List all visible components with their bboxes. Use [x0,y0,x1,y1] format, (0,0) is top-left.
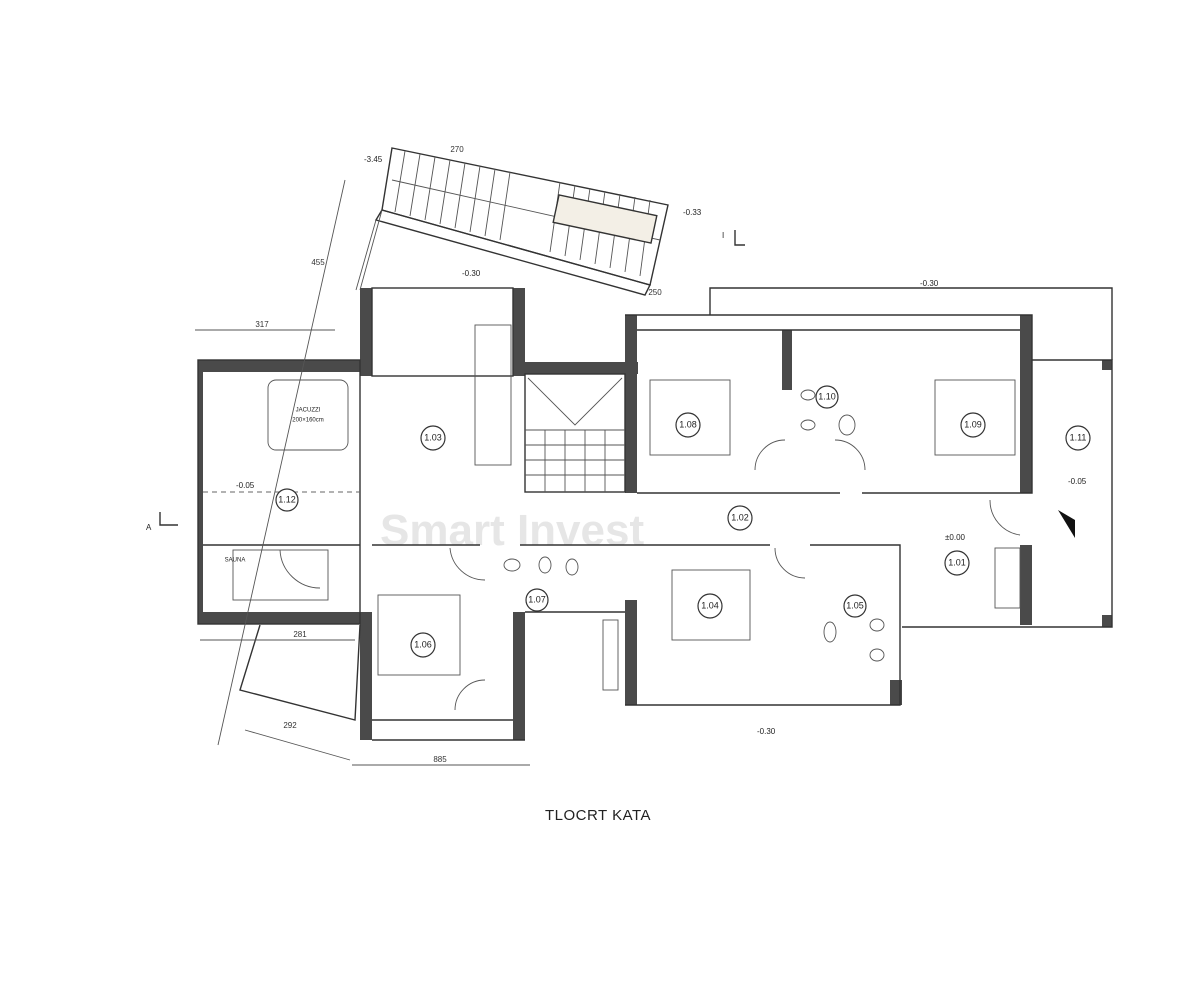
section-mark: A [146,523,152,532]
outlines [197,287,1113,741]
furniture [232,324,1021,711]
jacuzzi-size: 200×160cm [292,418,324,424]
entrance-arrow-icon [1058,510,1075,538]
dimension-label: 270 [450,145,464,154]
walls [198,288,1112,740]
level-mark: -3.45 [364,155,383,164]
room-label: 1.08 [679,419,697,429]
level-mark: -0.05 [1068,477,1087,486]
room-label: 1.12 [278,494,296,504]
room-label: 1.05 [846,600,864,610]
section-mark: I [722,231,724,240]
interior-stairs [525,377,625,492]
dimension-label: 885 [433,755,447,764]
watermark: Smart Invest [380,506,644,555]
room-label: 1.03 [424,432,442,442]
dimension-label: 292 [283,721,297,730]
dimension-label: 250 [648,288,662,297]
exterior-stairs [355,147,669,296]
dimension-label: 281 [293,630,307,639]
drawing-title: TLOCRT KATA [545,807,651,824]
level-mark: -0.30 [462,269,481,278]
section-line-marks [159,230,745,526]
level-mark: -0.05 [236,481,255,490]
room-label: 1.07 [528,594,546,604]
room-label: 1.01 [948,557,966,567]
dimension-label: 455 [311,258,325,267]
level-mark: -0.33 [683,208,702,217]
dimension-lines [195,179,530,766]
room-label: 1.02 [731,512,749,522]
sauna-label: SAUNA [225,558,246,564]
level-mark: -0.30 [757,727,776,736]
dimension-label: 317 [255,320,269,329]
room-label: 1.11 [1070,432,1087,442]
room-label: 1.09 [964,419,982,429]
level-mark: -0.30 [920,279,939,288]
room-label: 1.06 [414,639,432,649]
level-mark: ±0.00 [945,533,966,542]
room-label: 1.04 [701,600,719,610]
room-labels: 1.03 1.12 1.08 1.09 1.10 1.11 1.02 1.01 … [275,385,1091,658]
jacuzzi-label: JACUZZI [296,408,321,414]
room-label: 1.10 [818,391,836,401]
